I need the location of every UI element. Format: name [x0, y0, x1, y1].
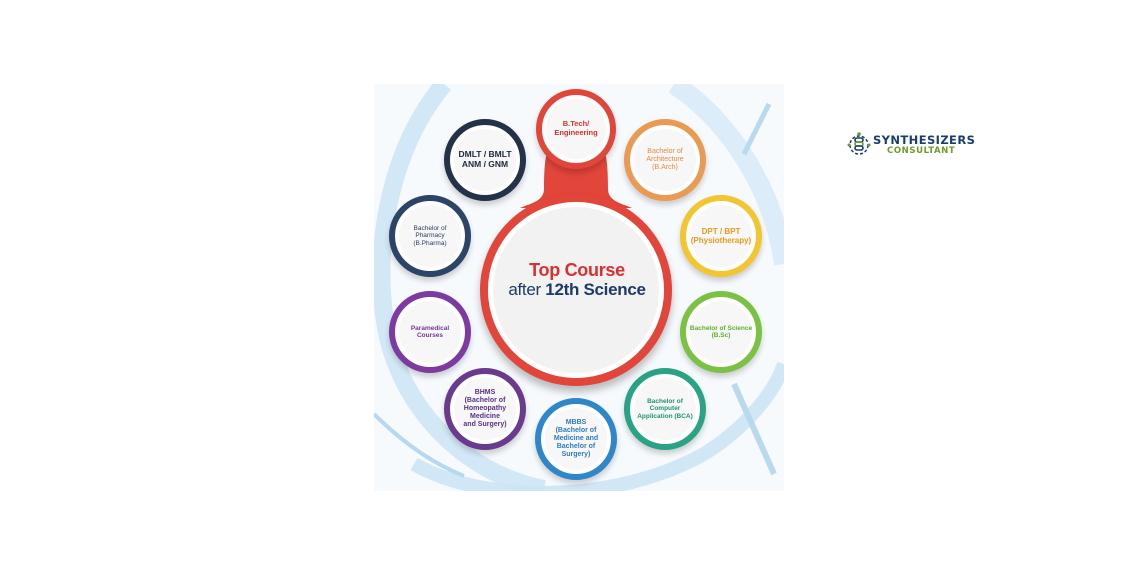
node-bpharma: Bachelor of Pharmacy (B.Pharma) [389, 195, 471, 277]
node-barch: Bachelor of Architecture (B.Arch) [624, 119, 706, 201]
node-mbbs-label: MBBS (Bachelor of Medicine and Bachelor … [553, 418, 599, 459]
background-swirl [374, 84, 784, 491]
course-infographic: Top Course after 12th Science B.Tech/ En… [374, 84, 784, 491]
node-dmlt: DMLT / BMLT ANM / GNM [444, 119, 526, 201]
node-dpt-bpt-label: DPT / BPT (Physiotherapy) [690, 226, 752, 245]
node-bhms: BHMS (Bachelor of Homeopathy Medicine an… [444, 368, 526, 450]
node-bsc-label: Bachelor of Science (B.Sc) [689, 324, 753, 339]
logo-icon [847, 132, 871, 155]
node-dmlt-label: DMLT / BMLT ANM / GNM [458, 149, 512, 169]
center-title-line2: after 12th Science [508, 280, 646, 299]
brand-logo: SYNTHESIZERS CONSULTANT [844, 130, 976, 158]
node-mbbs: MBBS (Bachelor of Medicine and Bachelor … [535, 398, 617, 480]
node-paramedical-label: Paramedical Courses [410, 324, 450, 339]
node-bhms-label: BHMS (Bachelor of Homeopathy Medicine an… [463, 388, 507, 429]
node-bca-label: Bachelor of Computer Application (BCA) [637, 397, 693, 420]
center-title: Top Course after 12th Science [486, 260, 668, 300]
logo-subtitle: CONSULTANT [887, 146, 956, 156]
node-bpharma-label: Bachelor of Pharmacy (B.Pharma) [413, 224, 447, 247]
logo-name: SYNTHESIZERS [873, 133, 976, 147]
center-hub-inner [488, 202, 664, 378]
center-title-line1: Top Course [529, 260, 625, 280]
node-btech-label: B.Tech/ Engineering [554, 119, 598, 137]
node-dpt-bpt: DPT / BPT (Physiotherapy) [680, 195, 762, 277]
node-bca: Bachelor of Computer Application (BCA) [624, 368, 706, 450]
node-bsc: Bachelor of Science (B.Sc) [680, 291, 762, 373]
node-btech: B.Tech/ Engineering [536, 89, 616, 169]
node-barch-label: Bachelor of Architecture (B.Arch) [646, 147, 684, 172]
node-paramedical: Paramedical Courses [389, 291, 471, 373]
